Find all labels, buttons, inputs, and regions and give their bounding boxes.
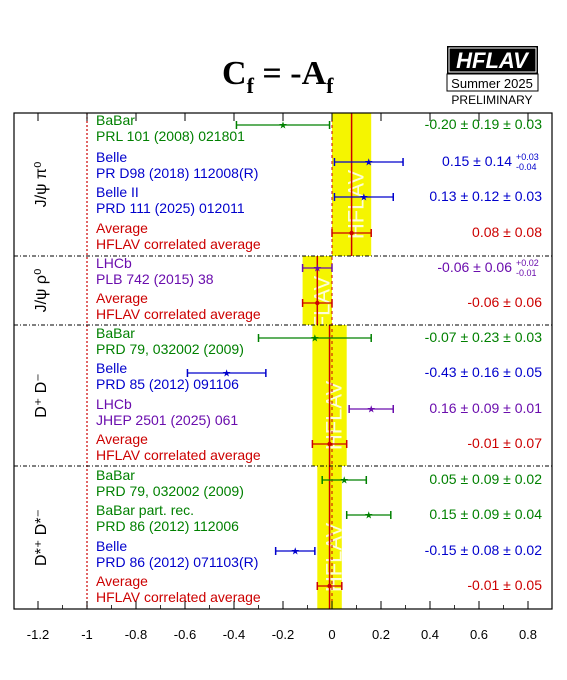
x-tick-label: -1.2	[27, 627, 49, 642]
data-point: ★	[340, 476, 349, 487]
reference-label: PRD 86 (2012) 112006	[96, 518, 239, 534]
value-label: -0.07 ± 0.23 ± 0.03	[425, 329, 543, 345]
x-tick-label: -0.8	[125, 627, 147, 642]
reference-label: PR D98 (2018) 112008(R)	[96, 165, 258, 181]
data-marks: ★ ★ ★ ★ ★ ★ ★ ★ ★ ★	[186, 121, 404, 590]
reference-label: PRD 79, 032002 (2009)	[96, 341, 244, 357]
value-syst-up: +0.02	[516, 258, 539, 268]
hflav-logo: HFLAV Summer 2025 PRELIMINARY	[446, 46, 539, 107]
reference-label: PRD 86 (2012) 071103(R)	[96, 554, 258, 570]
band-watermark: HFLAV	[344, 170, 369, 240]
group-label: J/ψ ρ⁰	[33, 269, 50, 313]
experiment-label: Average	[96, 290, 148, 306]
experiment-label: BaBar	[96, 112, 135, 128]
band-watermark-edition: Summer 2025	[359, 519, 373, 595]
x-tick-label: 0.4	[421, 627, 439, 642]
reference-lines	[86, 113, 333, 609]
band-watermark: HFLAV	[322, 523, 347, 593]
average-point	[349, 230, 354, 236]
band-watermark: HFLAV	[322, 381, 347, 451]
experiment-label: Belle	[96, 360, 127, 376]
logo-status: PRELIMINARY	[451, 93, 532, 107]
reference-label: HFLAV correlated average	[96, 589, 261, 605]
value-label: 0.08 ± 0.08	[472, 224, 542, 240]
group-label: D*⁺ D*⁻	[33, 509, 50, 566]
average-point	[315, 300, 320, 306]
experiment-label: Average	[96, 573, 148, 589]
value-syst-up: +0.03	[516, 152, 539, 162]
value-syst-down: -0.04	[516, 162, 537, 172]
value-label: -0.20 ± 0.19 ± 0.03	[425, 116, 543, 132]
experiment-label: Average	[96, 220, 148, 236]
chart-title: Cf = -Af	[222, 55, 334, 98]
x-tick-label: 0	[328, 627, 335, 642]
reference-label: PLB 742 (2015) 38	[96, 271, 214, 287]
data-point: ★	[359, 193, 368, 204]
value-label: -0.43 ± 0.16 ± 0.05	[425, 364, 543, 380]
x-axis: -1.2 -1 -0.8 -0.6 -0.4 -0.2 0 0.2 0.4 0.6 0.8	[27, 113, 537, 642]
reference-label: HFLAV correlated average	[96, 236, 261, 252]
logo-text: HFLAV	[456, 48, 530, 73]
data-point: ★	[291, 547, 300, 558]
data-point: ★	[310, 334, 319, 345]
data-point: ★	[364, 158, 373, 169]
x-tick-label: -1	[81, 627, 93, 642]
data-point: ★	[222, 369, 231, 380]
value-label: 0.16 ± 0.09 ± 0.01	[429, 400, 542, 416]
x-tick-label: -0.6	[174, 627, 196, 642]
experiment-label: LHCb	[96, 396, 132, 412]
reference-label: PRD 79, 032002 (2009)	[96, 483, 244, 499]
experiment-label: Average	[96, 431, 148, 447]
experiment-label: Belle	[96, 538, 127, 554]
reference-label: JHEP 2501 (2025) 061	[96, 412, 238, 428]
group-label: D⁺ D⁻	[33, 373, 50, 417]
x-tick-label: 0.2	[372, 627, 390, 642]
value-label: -0.01 ± 0.07	[467, 435, 542, 451]
experiment-label: BaBar	[96, 467, 135, 483]
x-tick-label: 0.6	[470, 627, 488, 642]
band-watermark-edition: Summer 2025	[381, 166, 395, 242]
value-label: 0.05 ± 0.09 ± 0.02	[429, 471, 542, 487]
logo-edition: Summer 2025	[451, 76, 533, 91]
group-label: J/ψ π⁰	[33, 162, 50, 208]
value-label: 0.15 ± 0.09 ± 0.04	[429, 506, 542, 522]
value-label: 0.15 ± 0.14	[442, 153, 512, 169]
x-tick-label: -0.4	[223, 627, 245, 642]
data-point: ★	[367, 405, 376, 416]
experiment-label: BaBar part. rec.	[96, 502, 194, 518]
reference-label: HFLAV correlated average	[96, 306, 261, 322]
reference-label: PRL 101 (2008) 021801	[96, 128, 245, 144]
band-watermark-edition: Summer 2025	[359, 377, 373, 453]
x-tick-label: 0.8	[519, 627, 537, 642]
value-label: -0.06 ± 0.06	[467, 294, 542, 310]
value-label: -0.15 ± 0.08 ± 0.02	[425, 542, 543, 558]
band-watermark-edition: Summer 2025	[346, 272, 360, 348]
average-point	[327, 441, 332, 447]
average-point	[327, 583, 332, 589]
experiment-label: LHCb	[96, 255, 132, 271]
reference-label: PRD 85 (2012) 091106	[96, 376, 239, 392]
value-label: -0.06 ± 0.06	[437, 259, 512, 275]
data-point: ★	[313, 264, 322, 275]
reference-label: HFLAV correlated average	[96, 447, 261, 463]
data-point: ★	[279, 121, 288, 132]
value-label: -0.01 ± 0.05	[467, 577, 542, 593]
data-point: ★	[364, 511, 373, 522]
experiment-label: Belle	[96, 149, 127, 165]
experiment-label: BaBar	[96, 325, 135, 341]
value-label: 0.13 ± 0.12 ± 0.03	[429, 188, 542, 204]
experiment-label: Belle II	[96, 184, 139, 200]
reference-label: PRD 111 (2025) 012011	[96, 200, 245, 216]
x-tick-label: -0.2	[272, 627, 294, 642]
value-syst-down: -0.01	[516, 268, 537, 278]
